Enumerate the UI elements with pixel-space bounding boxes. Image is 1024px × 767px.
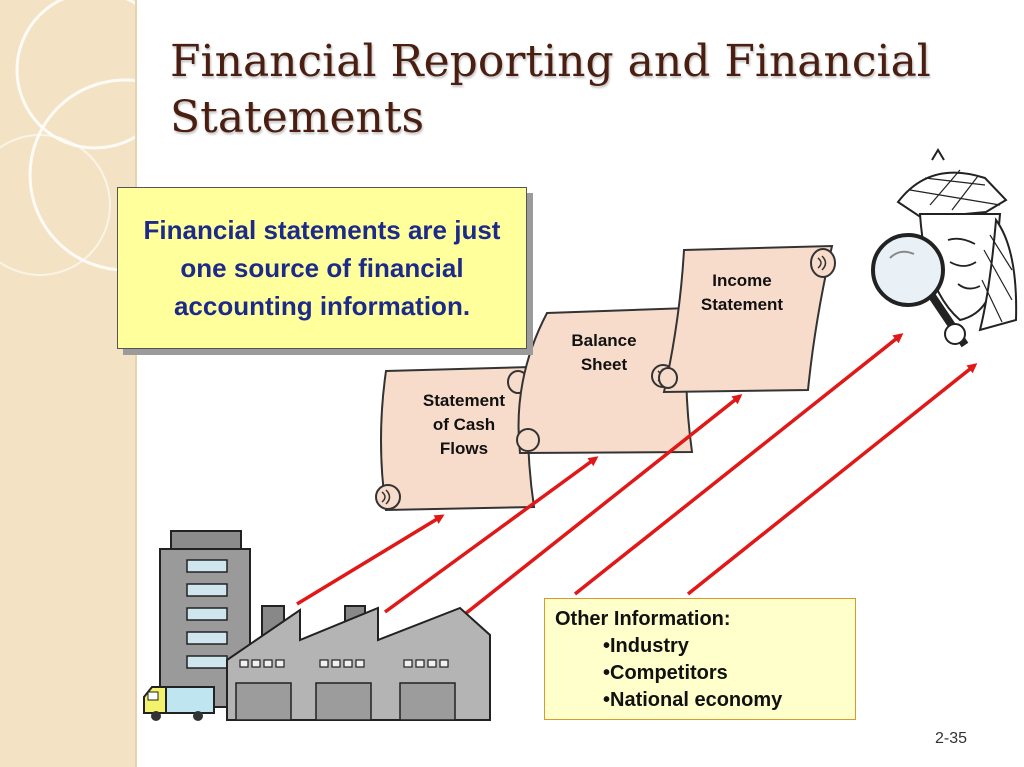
scroll-income-statement (658, 244, 836, 394)
page-divider (135, 0, 137, 767)
label-statement-of-cash-flows: Statement of Cash Flows (422, 391, 506, 458)
other-information-list: •Industry •Competitors •National economy (555, 633, 845, 714)
arrow-to-cash-flows (296, 514, 445, 606)
delivery-truck-icon (143, 686, 215, 721)
slide-number: 2-35 (935, 730, 968, 747)
factory-building-icon (159, 530, 491, 721)
list-item: •Competitors (603, 662, 728, 684)
other-information-box: Other Information: •Industry •Competitor… (544, 598, 856, 720)
decorative-side-band (0, 0, 135, 767)
arrow-to-investor-2 (686, 363, 978, 596)
callout-text: Financial statements are just one source… (143, 215, 501, 321)
arrow-to-balance-sheet (383, 456, 599, 614)
callout-box: Financial statements are just one source… (117, 187, 527, 349)
arrow-to-investor-1 (573, 333, 904, 596)
information-arrows (296, 333, 978, 616)
slide-title: Financial Reporting and Financial Statem… (170, 36, 931, 143)
arrow-to-income-statement (463, 394, 743, 616)
list-item: •National economy (603, 689, 783, 711)
other-information-title: Other Information: (555, 608, 731, 630)
label-income-statement: Income Statement (700, 271, 784, 314)
detective-magnifier-icon (871, 148, 1018, 348)
list-item: •Industry (603, 635, 689, 657)
label-balance-sheet: Balance Sheet (571, 331, 637, 374)
